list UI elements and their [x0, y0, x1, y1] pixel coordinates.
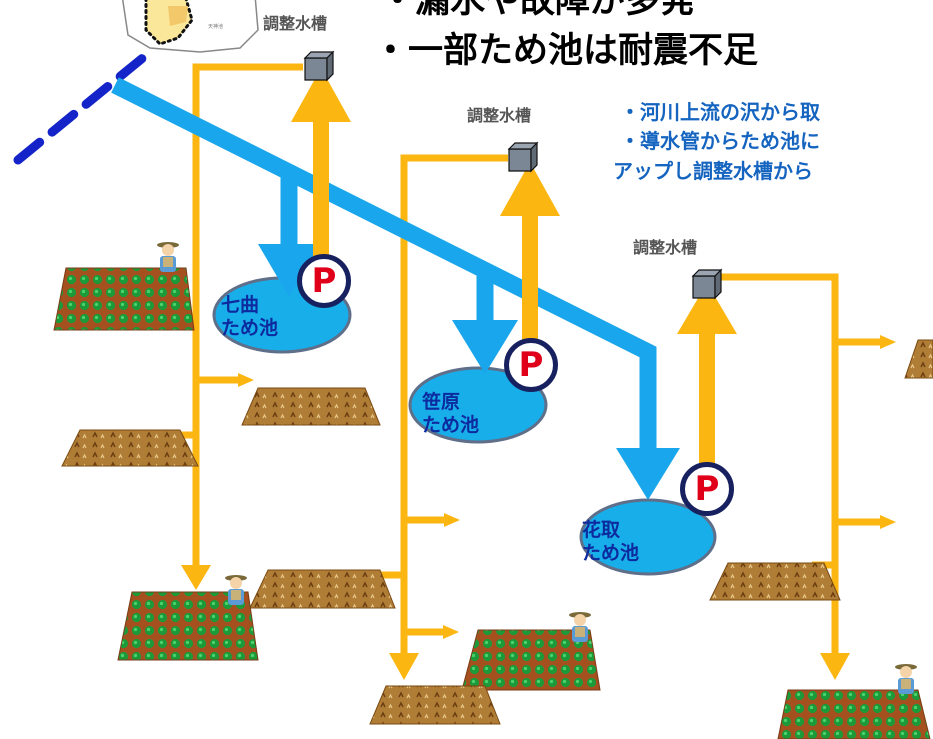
pond-name: 七曲: [221, 294, 260, 316]
farmer-icon: [895, 664, 917, 694]
regulating-tank-icon: [507, 141, 539, 173]
crop-field: [777, 689, 931, 739]
pond-type: ため池: [221, 316, 279, 339]
pond-label-sasahara: 笹原 ため池: [422, 391, 479, 437]
main-conduit: [111, 77, 657, 452]
soil-field: [369, 685, 501, 725]
farmer-icon: [225, 575, 247, 605]
soil-field: [709, 562, 841, 601]
note-line1: ・河川上流の沢から取: [620, 100, 820, 124]
tank-label: 調整水槽: [467, 106, 532, 125]
farmer-icon: [157, 242, 179, 272]
crop-field: [117, 591, 259, 661]
distribution-pipes: [168, 63, 882, 662]
pump-icon: P: [680, 462, 734, 516]
headline-line1: ・漏水や故障が多発: [380, 0, 696, 21]
pond-sasahara: [408, 366, 548, 444]
regulating-tank-icon: [691, 268, 723, 300]
tank-label: 調整水槽: [633, 238, 698, 257]
soil-field: [61, 429, 199, 467]
crop-field: [461, 629, 601, 691]
soil-field: [249, 569, 396, 609]
note-line3: アップし調整水槽から: [613, 159, 813, 183]
pump-icon: P: [297, 254, 351, 308]
crop-field: [53, 267, 195, 331]
pond-type: ため池: [582, 541, 640, 564]
soil-field: [241, 387, 381, 426]
farmer-icon: [569, 612, 591, 642]
location-map: 天神池: [121, 0, 259, 53]
pump-icon: P: [504, 338, 558, 392]
headline-line2: ・一部ため池は耐震不足: [373, 31, 759, 71]
pump-risers: [291, 68, 737, 488]
intake-pipe-dashed: [13, 47, 155, 165]
pond-type: ため池: [422, 413, 480, 436]
pond-label-hanadori: 花取 ため池: [582, 519, 639, 565]
svg-text:天神池: 天神池: [208, 23, 223, 30]
conduit-arrowheads: [258, 244, 680, 500]
pond-name: 花取: [582, 519, 621, 541]
note-line2: ・導水管からため池に: [620, 129, 820, 153]
regulating-tank-icon: [303, 50, 335, 82]
pond-name: 笹原: [422, 391, 461, 413]
tank-label: 調整水槽: [263, 14, 328, 33]
soil-field: [904, 339, 933, 379]
pond-label-nanamagari: 七曲 ため池: [221, 294, 278, 340]
distribution-arrowheads: [181, 335, 896, 680]
